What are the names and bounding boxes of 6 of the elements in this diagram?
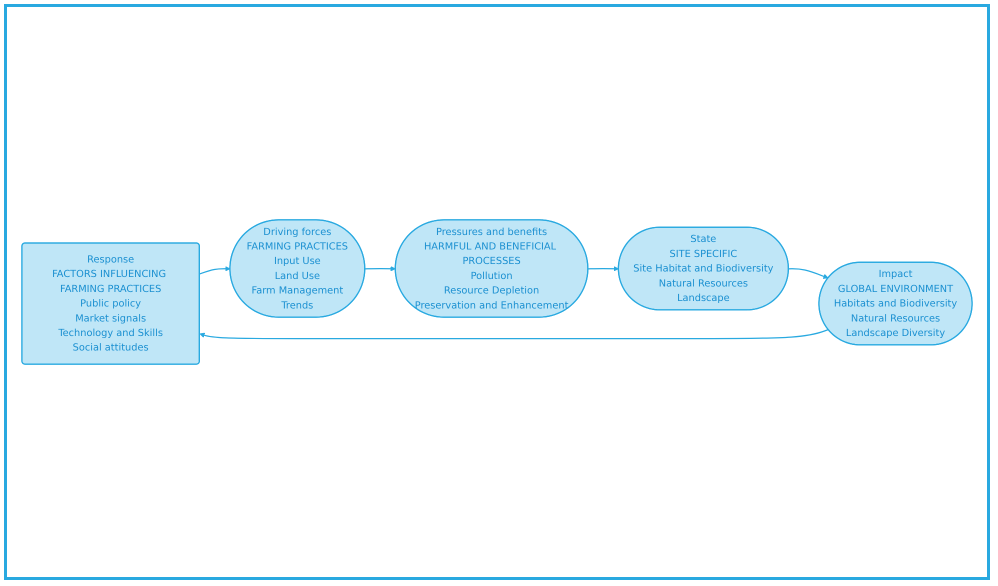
arrow bbox=[365, 266, 396, 272]
arrow bbox=[199, 266, 230, 275]
arrow bbox=[788, 268, 828, 279]
arrow bbox=[199, 329, 828, 340]
frame-border: Response FACTORS INFLUENCING FARMING PRACTICES Public policy Market signals Technology and Skills Social attitudes Driving forces FARMING PRACTICES Input Use Land Use Farm Management Trends Pressures and benefits HARMFUL AND BENEFICIAL PROCESSES Pollution Resource Depletion Preservation and Enhancement State SITE SPECIFIC Site Habitat and Biodiversity Natural Resources Landscape Impact GLOBAL ENVIRONMENT Habitats and Biodiversity Natural Resources Landscape Diversity bbox=[4, 4, 990, 580]
arrow bbox=[588, 266, 619, 272]
